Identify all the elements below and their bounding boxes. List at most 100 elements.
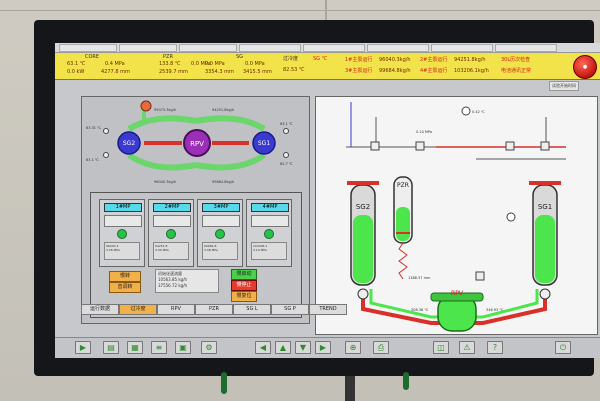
sg-label: SG [236,54,244,60]
tab-trend[interactable]: TREND [309,304,347,315]
valve-icon-2[interactable] [103,152,109,158]
nav-down-icon[interactable]: ▼ [295,341,311,354]
tab-sg-p[interactable]: SG P [271,304,309,315]
subcool-value: 82.53 ℃ [283,67,305,73]
cold-leg-bottom-right [195,152,266,171]
grid-icon[interactable]: ▣ [175,341,191,354]
play-icon[interactable]: ▶ [75,341,91,354]
alarm-segment-3[interactable] [179,44,237,52]
pump-3-status-led [215,229,225,239]
pump-3-title: 3#MP [202,203,240,212]
sg2-vessel[interactable] [117,131,141,155]
tone-turn-button[interactable]: 音调转 [109,282,141,293]
rpv-head [430,292,484,302]
core-label: CORE [85,54,100,60]
settings-icon[interactable]: ⚙ [201,341,217,354]
temp-side-3: 63.1 ℃ [280,122,293,126]
emergency-stop-button[interactable]: ● [573,55,597,79]
core-flow: 4277.8 mm [101,69,130,75]
wall-seam-top [0,10,600,11]
nav-left-icon[interactable]: ◀ [255,341,271,354]
pump3-flow: 99684.8kg/h [379,68,411,74]
alarm-row [55,43,600,53]
pump-icon-right[interactable] [539,288,551,300]
slow-start-button[interactable]: 慢启动 [231,269,257,280]
pump-2-mode[interactable] [153,215,191,227]
screen: CORE 63.1 ℃ 0.4 MPa 0.0 kW 4277.8 mm PZR… [55,43,600,358]
nav-tabs: 运行数据 过冷度 RPV PZR SG L SG P TREND [81,304,353,315]
secondary-loop-mimic: SG2 SG1 PZR RPV 0.42 ℃ 0.10 MPa [346,102,566,332]
sec-val-a: 0.42 ℃ [472,110,485,114]
alarm-segment-6[interactable] [367,44,429,52]
sg-tag: SG ℃ [313,56,328,62]
sg1-vessel[interactable] [252,131,276,155]
tab-pzr[interactable]: PZR [195,304,233,315]
secondary-loop-panel: SG2 SG1 PZR RPV 0.42 ℃ 0.10 MPa [315,96,598,335]
valve-icon-b[interactable] [415,141,425,151]
pump-1-mode[interactable] [104,215,142,227]
zoom-icon[interactable]: ⊕ [345,341,361,354]
temp-side-4: 62.7 ℃ [280,162,293,166]
alarm-segment-7[interactable] [431,44,493,52]
tab-sg-l[interactable]: SG L [233,304,271,315]
status-bar: CORE 63.1 ℃ 0.4 MPa 0.0 kW 4277.8 mm PZR… [55,53,600,80]
nav-right-icon[interactable]: ▶ [315,341,331,354]
pump-3-mode[interactable] [202,215,240,227]
pzr-tag: PZR [397,182,409,189]
valve-icon-3[interactable] [283,128,289,134]
tab-running-data[interactable]: 运行数据 [81,304,119,315]
alarm-segment-4[interactable] [239,44,301,52]
flow-bottom-left: 96040.3kg/h [154,180,176,184]
valve-icon-a[interactable] [370,141,380,151]
core-temp: 63.1 ℃ [67,61,86,67]
valve-icon-d[interactable] [540,141,550,151]
slow-turn-button[interactable]: 慢转 [109,271,141,282]
valve-icon-e[interactable] [475,271,485,281]
tab-subcool[interactable]: 过冷度 [119,304,157,315]
nav-up-icon[interactable]: ▲ [275,341,291,354]
exit-icon[interactable]: ⏻ [555,341,571,354]
alarm-segment-8[interactable] [495,44,557,52]
alarm-icon[interactable]: ⚠ [459,341,475,354]
slow-reset-button[interactable]: 慢复位 [231,291,257,302]
instrument-icon-1[interactable] [461,106,471,116]
tab-rpv[interactable]: RPV [157,304,195,315]
flow-top-left: 95073.3kg/h [154,108,176,112]
chart-icon[interactable]: ▦ [127,341,143,354]
alarm-segment-5[interactable] [303,44,365,52]
save-icon[interactable]: ◫ [433,341,449,354]
list-icon[interactable]: ≡ [151,341,167,354]
alarm-segment-2[interactable] [119,44,177,52]
pump-4-val1: 103206.1 [253,244,268,248]
sg1-level [535,215,555,283]
sg2-level: 3354.3 mm [205,69,234,75]
valve-icon-1[interactable] [103,128,109,134]
valve-icon-4[interactable] [283,152,289,158]
valve-icon-c[interactable] [505,141,515,151]
pzr-pressure: 0.0 MPa [191,61,211,67]
sg2-red-band [347,181,379,185]
pressurizer-icon[interactable] [140,100,152,112]
pump-2-title: 2#MP [153,203,191,212]
sg1-tag: SG1 [538,203,552,211]
help-icon[interactable]: ? [487,341,503,354]
pump4-status: 4#主泵运行 [420,68,448,74]
temp-side-2: 63.1 ℃ [86,158,99,162]
rpv-vessel[interactable] [183,129,211,157]
alarm-segment-1[interactable] [59,44,117,52]
pump-icon-left[interactable] [357,288,369,300]
hot-leg-top-left [127,115,197,132]
cable-green-2 [403,372,409,390]
pump2-status: 2#主泵运行 [420,57,448,63]
print-icon[interactable]: ⎙ [373,341,389,354]
report-icon[interactable]: ▤ [103,341,119,354]
slow-stop-button[interactable]: 慢停止 [231,280,257,291]
pump-1-val2: 3.08 MPa [106,248,120,252]
pump-4-mode[interactable] [251,215,289,227]
instrument-icon-2[interactable] [506,212,516,222]
